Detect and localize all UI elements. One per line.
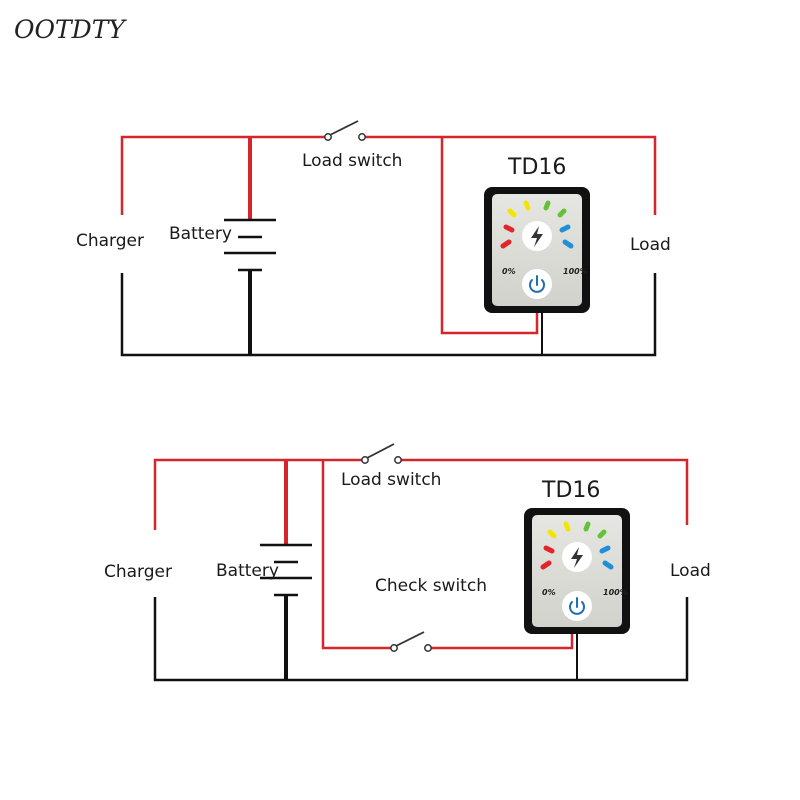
top-wire-negative: [120, 273, 657, 357]
top-led-yellow-right: [523, 200, 531, 211]
top-td16-meter: 0% 100%: [484, 187, 590, 313]
top-charger-label: Charger: [76, 231, 144, 251]
bottom-wire-positive-right: [398, 458, 689, 525]
bottom-led-yellow-left: [547, 529, 557, 539]
top-device-title: TD16: [507, 155, 566, 180]
bottom-wire-check-right: [428, 630, 574, 650]
top-led-yellow-left: [507, 208, 517, 218]
top-led-red-low: [500, 239, 512, 249]
bottom-led-green-left: [583, 521, 591, 532]
bottom-meter-high-label: 100%: [603, 588, 628, 597]
top-lightning-icon: [531, 226, 543, 247]
bottom-battery-symbol: [260, 543, 312, 597]
brand-logo: OOTDTY: [14, 15, 127, 44]
top-wire-positive-right: [362, 135, 657, 215]
bottom-led-blue-low: [602, 560, 614, 570]
top-led-red-high: [503, 224, 515, 233]
bottom-check-switch: [390, 631, 432, 652]
bottom-wire-negative: [153, 597, 689, 682]
bottom-wire-positive-left: [153, 458, 365, 530]
top-load-switch-label: Load switch: [302, 151, 402, 171]
bottom-power-icon: [569, 601, 585, 615]
top-meter-high-label: 100%: [563, 267, 588, 276]
bottom-led-green-right: [597, 529, 607, 539]
bottom-led-yellow-right: [563, 521, 571, 532]
bottom-meter-low-label: 0%: [542, 588, 556, 597]
bottom-diagram: Charger Battery Load switch Check switch…: [104, 443, 711, 682]
top-led-blue-high: [559, 224, 571, 233]
bottom-battery-label: Battery: [216, 561, 279, 581]
bottom-load-switch: [361, 443, 402, 464]
top-load-switch: [324, 120, 366, 141]
bottom-lightning-icon: [571, 547, 583, 568]
top-power-icon: [529, 279, 545, 293]
top-meter-low-label: 0%: [502, 267, 516, 276]
top-battery-symbol: [224, 218, 276, 272]
bottom-check-switch-label: Check switch: [375, 576, 487, 596]
top-diagram: Charger Battery Load switch Load TD16 0%…: [76, 120, 671, 357]
bottom-led-red-high: [543, 545, 555, 554]
top-wire-sense: [440, 137, 539, 335]
top-led-ring: [500, 200, 574, 249]
bottom-wire-check-left: [321, 460, 394, 650]
bottom-load-label: Load: [670, 561, 711, 581]
bottom-device-title: TD16: [541, 478, 600, 503]
bottom-led-ring: [540, 521, 614, 570]
top-led-green-left: [543, 200, 551, 211]
bottom-load-switch-label: Load switch: [341, 470, 441, 490]
bottom-td16-meter: 0% 100%: [524, 508, 630, 634]
top-battery-label: Battery: [169, 224, 232, 244]
top-led-blue-low: [562, 239, 574, 249]
top-wire-positive-left: [120, 135, 328, 215]
bottom-led-blue-high: [599, 545, 611, 554]
top-load-label: Load: [630, 235, 671, 255]
bottom-charger-label: Charger: [104, 562, 172, 582]
bottom-led-red-low: [540, 560, 552, 570]
top-led-green-right: [557, 208, 567, 218]
